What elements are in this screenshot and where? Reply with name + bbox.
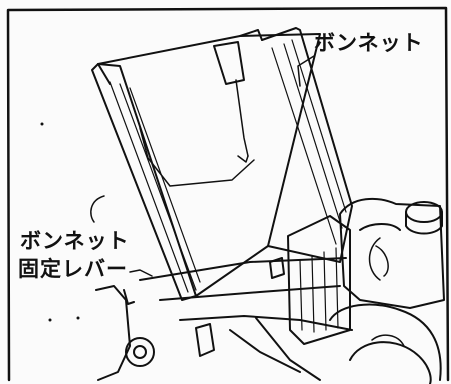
bonnet-left-panel xyxy=(91,63,201,301)
lever-bracket-line xyxy=(90,195,105,223)
bonnet-back-panel xyxy=(97,29,321,297)
lever-leader-line xyxy=(129,269,153,277)
bonnet-leader-line xyxy=(297,55,315,87)
bonnet-lock-lever-label-line2: 固定レバー xyxy=(18,257,128,281)
bonnet-lock-lever xyxy=(95,257,285,381)
muffler-cover xyxy=(287,215,351,345)
figure-frame xyxy=(6,6,450,382)
bonnet-right-panel xyxy=(97,27,353,263)
fuel-tank xyxy=(339,197,445,309)
bonnet-label: ボンネット xyxy=(314,31,424,55)
bonnet-lock-lever-label-line1: ボンネット xyxy=(20,229,130,253)
engine-body xyxy=(329,303,442,384)
